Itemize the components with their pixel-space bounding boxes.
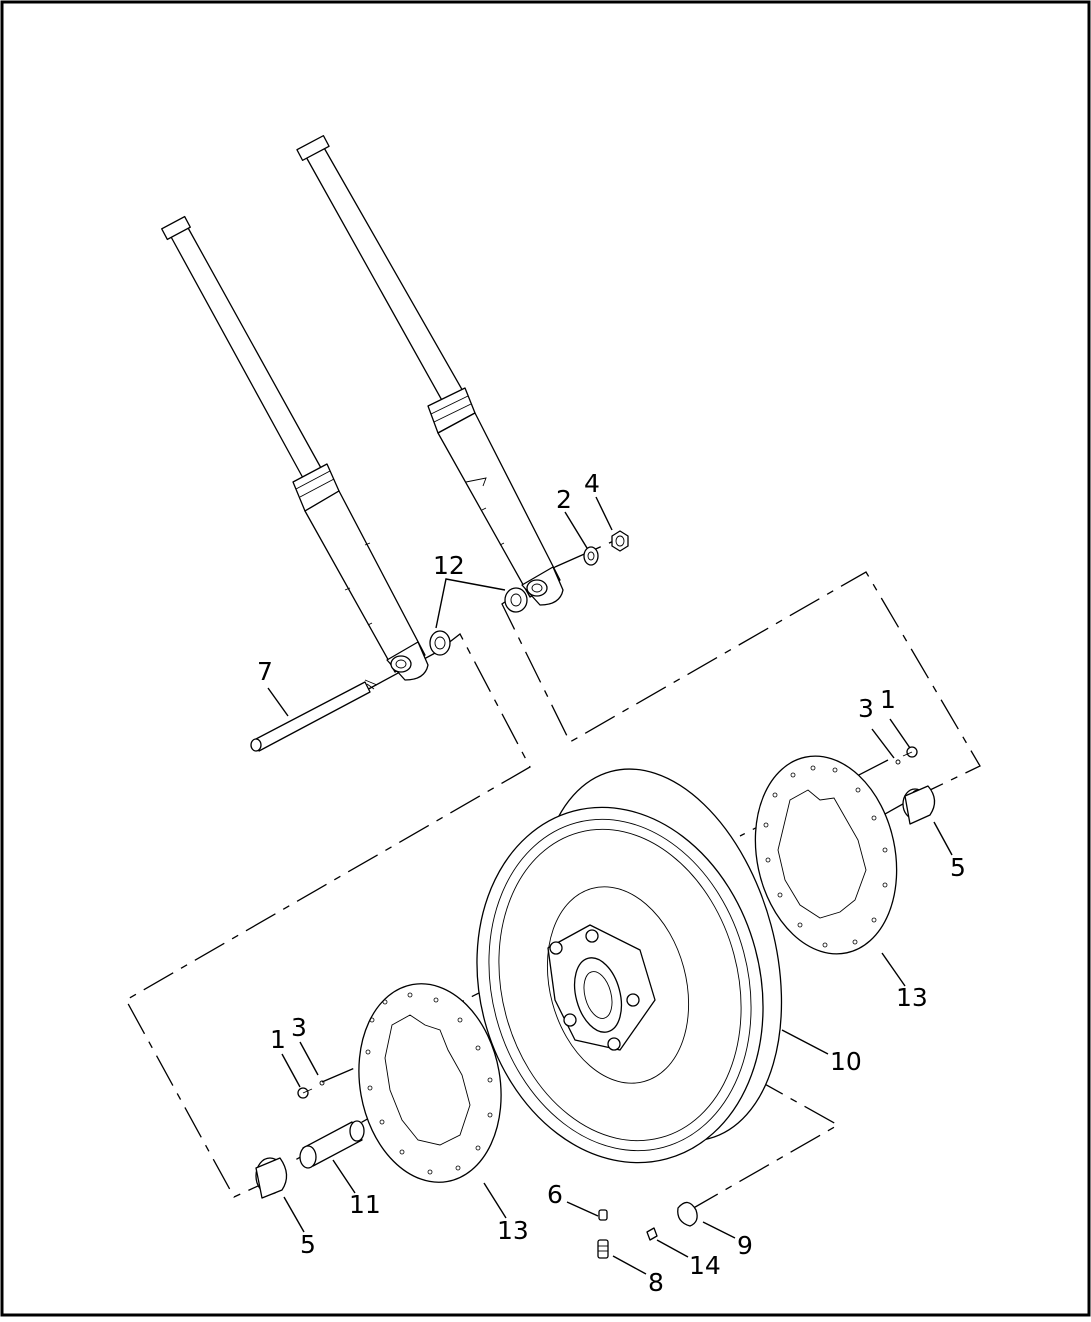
left-brake-disc [358, 983, 502, 1183]
callout-12: 12 [433, 551, 465, 580]
callout-13-right: 13 [896, 983, 928, 1012]
right-fork-leg [296, 135, 564, 606]
right-brake-disc [754, 755, 898, 955]
left-bearing [255, 1157, 288, 1199]
callout-5-right: 5 [950, 853, 966, 882]
callout-2: 2 [556, 485, 572, 514]
callout-labels: 1 3 2 4 12 7 5 13 10 1 3 11 5 13 6 8 14 … [257, 469, 966, 1297]
callout-6: 6 [547, 1180, 563, 1209]
callout-10: 10 [830, 1047, 862, 1076]
callout-13-left: 13 [497, 1216, 529, 1245]
callout-5-left: 5 [300, 1230, 316, 1259]
front-wheel [476, 768, 783, 1164]
callout-3-right: 3 [858, 694, 874, 723]
washer-and-nut [583, 530, 629, 566]
fork-spacers [429, 587, 528, 656]
left-fork-leg [161, 215, 429, 681]
callout-7: 7 [257, 657, 273, 686]
left-fasteners [297, 1080, 325, 1099]
leader-lines [267, 496, 953, 1275]
axle-spacer-sleeve [299, 1120, 365, 1169]
valve-and-small-parts [597, 1201, 698, 1259]
front-axle [250, 679, 378, 752]
callout-11: 11 [349, 1190, 381, 1219]
callout-3-left: 3 [291, 1013, 307, 1042]
callout-14: 14 [689, 1251, 721, 1280]
callout-8: 8 [648, 1268, 664, 1297]
right-bearing-and-fasteners [895, 746, 936, 825]
callout-1-left: 1 [270, 1025, 286, 1054]
callout-1-right: 1 [880, 685, 896, 714]
callout-4: 4 [584, 469, 600, 498]
callout-9: 9 [737, 1231, 753, 1260]
